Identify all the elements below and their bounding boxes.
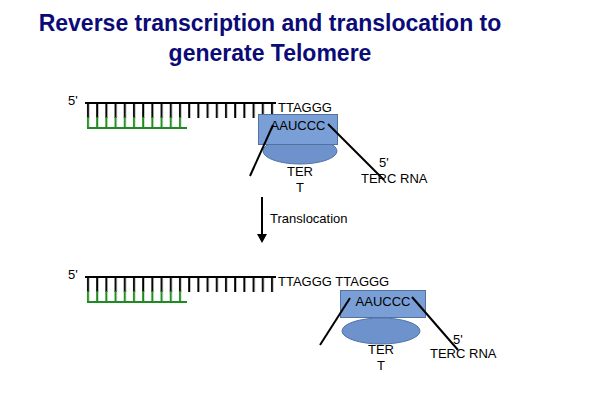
dna-bases <box>86 117 186 128</box>
template-sequence: AAUCCC <box>341 294 425 309</box>
slide-title: Reverse transcription and translocation … <box>25 8 515 68</box>
arrow-head <box>257 234 267 243</box>
strand-end: 5' <box>68 267 78 282</box>
enzyme-name: TER T <box>285 164 315 196</box>
dna-bases <box>86 103 276 118</box>
rna-name: TERC RNA <box>430 346 496 361</box>
strand-end: 5' <box>453 332 463 347</box>
enzyme-ellipse <box>341 317 421 345</box>
strand-end: 5' <box>379 155 389 170</box>
rna-name: TERC RNA <box>361 171 427 186</box>
enzyme-name: TER T <box>366 342 396 374</box>
telomere-sequence: TTAGGG TTAGGG <box>278 274 389 289</box>
rna-strand <box>320 298 350 345</box>
process-arrow <box>261 197 263 235</box>
step-label: Translocation <box>270 211 348 226</box>
dna-bases <box>86 277 276 292</box>
tert-enzyme: TER T <box>262 137 338 198</box>
telomere-sequence: TTAGGG <box>278 100 332 115</box>
rna-template-box: AAUCCC <box>340 290 426 318</box>
dna-bases <box>86 291 186 302</box>
enzyme-shape <box>342 318 420 344</box>
tert-enzyme: TER T <box>341 317 421 376</box>
enzyme-shape <box>263 138 337 164</box>
strand-end: 5' <box>68 93 78 108</box>
rna-strand <box>412 297 458 350</box>
